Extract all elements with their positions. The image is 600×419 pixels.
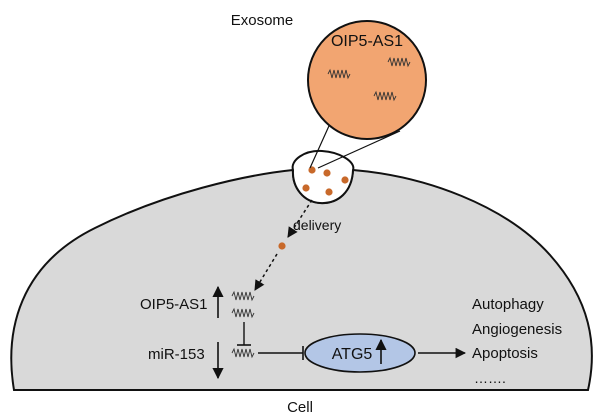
exosome-particle: [341, 176, 349, 184]
exosome-cargo-label: OIP5-AS1: [331, 33, 403, 50]
cell-label: Cell: [287, 399, 313, 416]
exosome-particle: [302, 184, 310, 192]
outcome-apoptosis: Apoptosis: [472, 345, 538, 362]
delivered-particle: [278, 242, 286, 250]
outcome-autophagy: Autophagy: [472, 296, 544, 313]
outcome-angiogenesis: Angiogenesis: [472, 321, 562, 338]
delivery-arrow-upper: [287, 199, 313, 238]
exosome-particle: [308, 166, 316, 174]
exosome-label: Exosome: [231, 12, 294, 29]
exosome-circle: [307, 20, 427, 140]
atg5-node: [304, 333, 416, 373]
exosome-particle: [323, 169, 331, 177]
outcome-more: …….: [474, 370, 506, 386]
zoom-line-right: [317, 130, 401, 169]
atg5-label: ATG5: [332, 346, 373, 363]
mirna-label: miR-153: [148, 346, 205, 363]
lncrna-label: OIP5-AS1: [140, 296, 208, 313]
delivery-label: delivery: [293, 217, 341, 233]
exosome-particle: [325, 188, 333, 196]
delivery-arrow-lower: [254, 253, 278, 291]
